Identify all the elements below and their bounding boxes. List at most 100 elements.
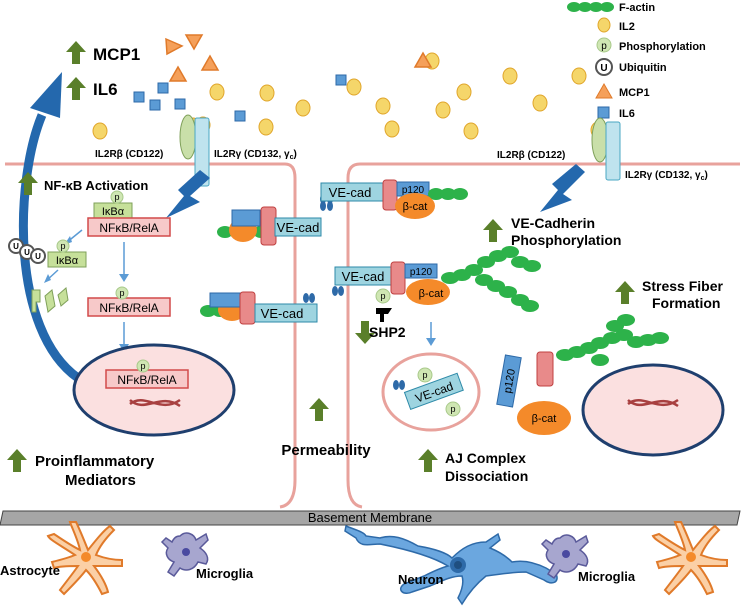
left-il2rg-label: IL2Rγ (CD132, γc) [214,149,297,161]
ubiquitin-u-icon: U [595,58,613,76]
microglia-label-2: Microglia [578,569,636,584]
svg-text:p: p [60,241,65,251]
ikba-complex: IκBα p NFκB/RelA [87,190,171,237]
mcp1-molecules [165,34,433,82]
stress-fibers [441,246,541,312]
aj-label-1: AJ Complex [445,450,526,466]
il2-molecules [92,52,606,140]
vecad-complex-left-2: VE-cad [200,291,318,325]
nfkb-free: NFκB/RelA p [87,242,171,352]
permeability-up: Permeability [281,398,371,459]
svg-text:IκBα: IκBα [56,255,79,267]
basement-membrane: Basement Membrane [0,510,741,526]
receptor-left: IL2Rβ (CD122) IL2Rγ (CD132, γc) [95,114,297,187]
mcp1-up: MCP1 [66,41,140,64]
svg-text:U: U [13,242,19,251]
proinflammatory-label-2: Mediators [65,472,136,489]
proinflammatory-up: Proinflammatory Mediators [7,449,155,489]
svg-text:U: U [24,248,30,257]
vecad-label-3: VE-cad [329,185,372,200]
stress-fiber-up: Stress Fiber Formation [615,278,723,311]
vecad-label-2: VE-cad [261,306,304,321]
right-il2rg-label: IL2Rγ (CD132, γc) [625,170,708,182]
vecad-label-1: VE-cad [277,220,320,235]
legend-il6-label: IL6 [619,108,635,120]
bcat-label-1: β-cat [403,201,428,213]
nucleus-left: NFκB/RelA p [72,343,236,437]
f-actin-icon [567,2,614,12]
nfkb-label-3: NFκB/RelA [117,373,176,387]
shp2-label: SHP2 [369,324,406,340]
nfkb-activation: NF-κB Activation [18,172,148,195]
nfkb-label-2: NFκB/RelA [99,301,158,315]
il2-dot-icon [597,17,611,33]
vecad-complex-right-2: VE-cad p120 β-cat p SHP2 [332,261,450,344]
p120-label-1: p120 [402,185,425,196]
degraded-fragments [31,287,69,313]
membranes [5,162,740,509]
stress-label-1: Stress Fiber [642,278,723,294]
p120-label-3: p120 [502,368,518,394]
il6-square-icon [597,106,610,119]
left-il2rb-label: IL2Rβ (CD122) [95,149,163,160]
endocytic-vesicle: VE-cad p p [381,322,481,432]
apical-membrane [5,162,297,509]
dissociated-components: p120 β-cat [496,314,669,435]
svg-text:p: p [601,41,607,52]
ikba-ubiquitinated: IκBα p U U U [8,229,87,313]
blue-arrow-right [540,164,585,212]
bcat-label-3: β-cat [532,413,557,425]
svg-text:U: U [600,63,607,74]
receptor-right: IL2Rβ (CD122) IL2Rγ (CD132, γc) [497,117,708,182]
legend: F-actin IL2 p Phosphorylation U Ubiquiti… [567,2,706,120]
microglia-right: Microglia [540,534,636,584]
basement-label: Basement Membrane [308,510,432,525]
vecad-phos-label-2: Phosphorylation [511,232,621,248]
svg-text:p: p [422,370,427,380]
svg-text:IκBα: IκBα [102,206,125,218]
il6-molecules [133,74,347,122]
nucleus-right [581,363,725,457]
astrocyte-right [651,521,728,596]
vecad-phos-up: VE-Cadherin Phosphorylation [483,215,621,248]
aj-label-2: Dissociation [445,468,528,484]
svg-text:p: p [140,361,145,371]
astrocyte-label: Astrocyte [0,563,60,578]
vecad-complex-left-1: VE-cad [217,194,333,246]
il6-label: IL6 [93,80,118,99]
legend-phospho-label: Phosphorylation [619,41,706,53]
neuron: Neuron [344,524,558,606]
bcat-label-2: β-cat [419,288,444,300]
microglia-label-1: Microglia [196,566,254,581]
legend-il2-label: IL2 [619,21,635,33]
vecad-label-4: VE-cad [342,269,385,284]
proinflammatory-label-1: Proinflammatory [35,453,155,470]
vecad-phos-label-1: VE-Cadherin [511,215,595,231]
feedback-arrow [18,72,81,382]
nfkb-label-1: NFκB/RelA [99,221,158,235]
apical-membrane-right [346,162,740,509]
legend-ubiquitin-label: Ubiquitin [619,62,667,74]
mcp1-label: MCP1 [93,45,140,64]
permeability-label: Permeability [281,442,371,459]
il6-up: IL6 [66,77,118,100]
phospho-p-icon: p [596,37,612,53]
legend-mcp1-label: MCP1 [619,87,650,99]
blue-arrow-left [166,170,210,218]
p120-label-2: p120 [410,267,433,278]
vecad-complex-right-1: VE-cad p120 β-cat [320,179,468,219]
mcp1-triangle-icon [595,82,613,99]
svg-text:p: p [380,291,385,301]
svg-text:U: U [35,252,41,261]
svg-text:p: p [450,404,455,414]
svg-text:p: p [114,192,119,202]
nfkb-activation-label: NF-κB Activation [44,178,148,193]
astrocyte: Astrocyte [0,521,123,596]
right-il2rb-label: IL2Rβ (CD122) [497,150,565,161]
aj-dissociation-up: AJ Complex Dissociation [418,449,528,484]
legend-f-actin-label: F-actin [619,2,655,14]
svg-text:p: p [119,288,124,298]
neuron-label: Neuron [398,572,444,587]
